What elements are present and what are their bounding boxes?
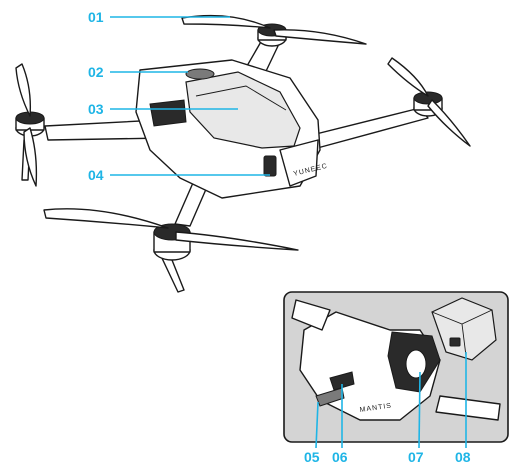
power-button bbox=[185, 68, 215, 80]
battery-top bbox=[431, 309, 493, 357]
battery-clip bbox=[449, 337, 461, 347]
callout-02: 02 bbox=[88, 64, 104, 80]
propeller-rear-left bbox=[15, 63, 38, 187]
inset-arm bbox=[291, 299, 331, 331]
side-cover bbox=[149, 99, 187, 127]
inset-arm-right bbox=[435, 395, 501, 421]
leader-05 bbox=[315, 401, 319, 449]
callout-08: 08 bbox=[455, 449, 471, 465]
motor-front-bottom bbox=[153, 223, 191, 261]
nose bbox=[279, 139, 319, 187]
battery bbox=[431, 297, 497, 361]
callout-03: 03 bbox=[88, 101, 104, 117]
callout-07: 07 bbox=[408, 449, 424, 465]
propeller-front-bottom bbox=[43, 208, 299, 251]
callout-06: 06 bbox=[332, 449, 348, 465]
canopy-ridge bbox=[195, 85, 287, 111]
sd-slot bbox=[329, 371, 355, 391]
callout-05: 05 bbox=[304, 449, 320, 465]
inset-brand: MANTIS bbox=[359, 403, 392, 414]
leader-lines bbox=[110, 16, 467, 449]
propeller-front-top bbox=[181, 14, 367, 45]
battery-latch bbox=[263, 155, 277, 177]
callout-04: 04 bbox=[88, 167, 104, 183]
bay-contact bbox=[405, 349, 427, 379]
inset-panel: MANTIS bbox=[283, 291, 509, 443]
callout-labels: 01 02 03 04 05 06 07 08 bbox=[88, 9, 471, 465]
callout-01: 01 bbox=[88, 9, 104, 25]
drone-illustration: YUNEEC bbox=[15, 14, 471, 293]
leader-07 bbox=[418, 371, 421, 449]
propeller-rear-right bbox=[387, 57, 471, 147]
